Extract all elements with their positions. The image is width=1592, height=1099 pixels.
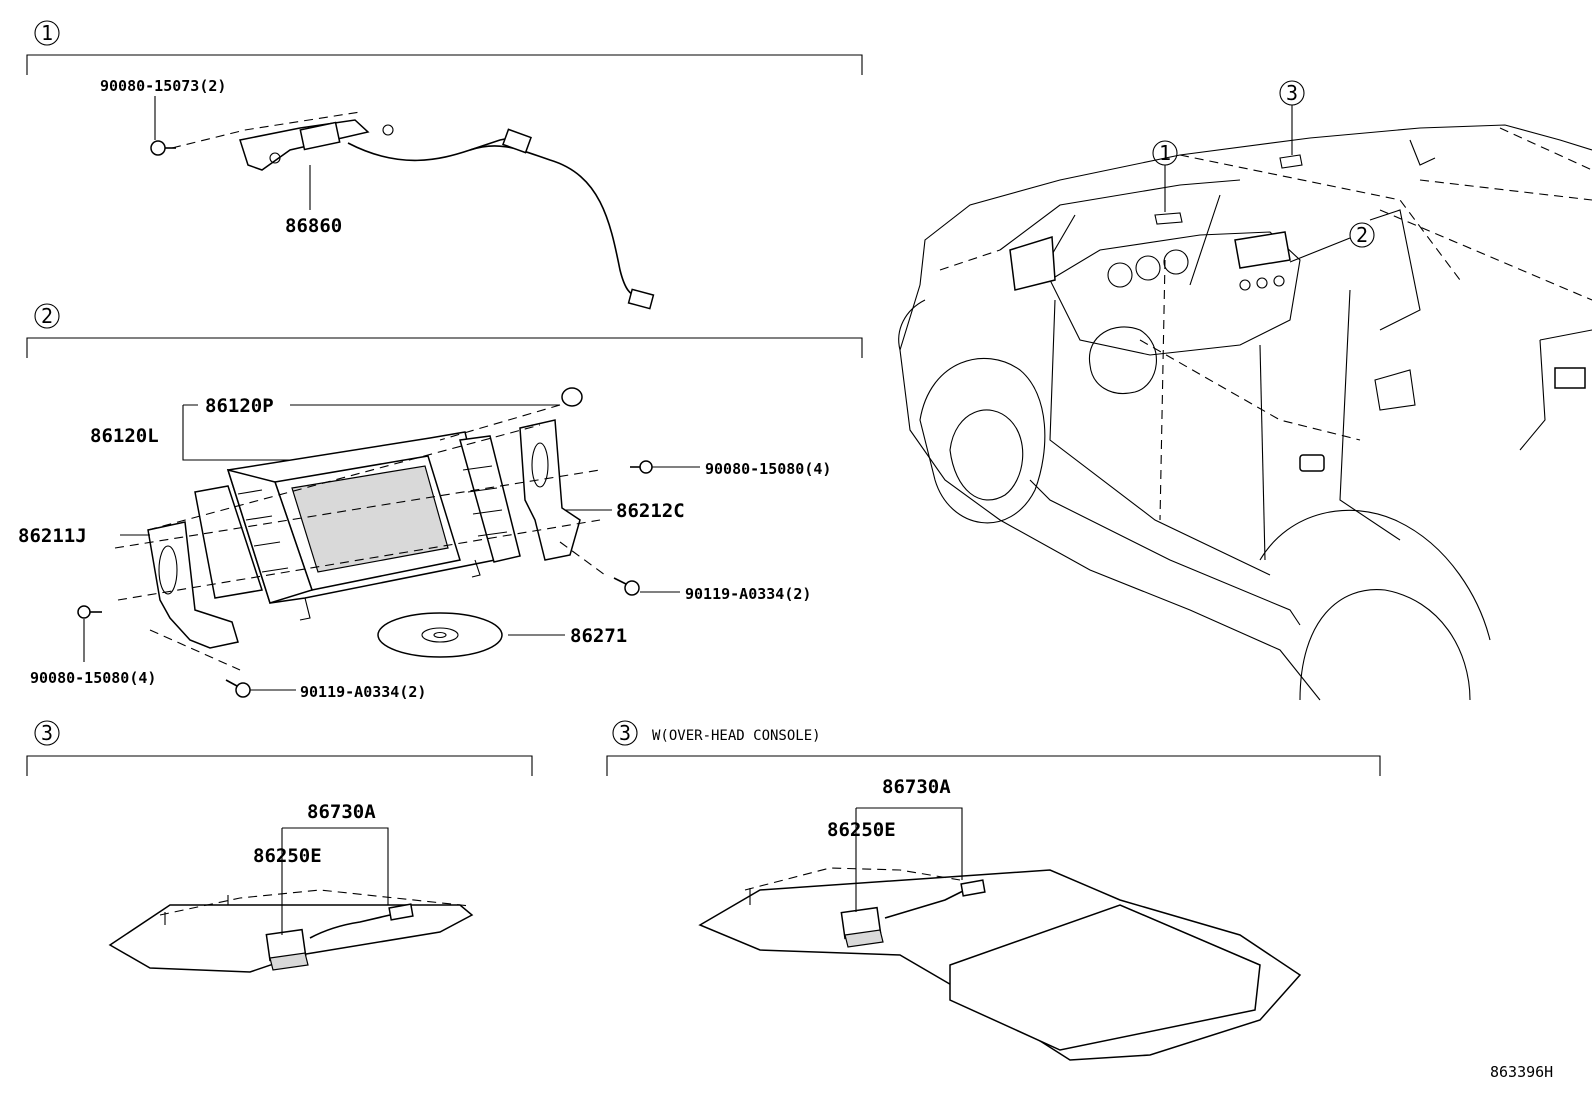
- svg-text:2: 2: [1356, 223, 1368, 247]
- part-label-90119-A0334-left: 90119-A0334(2): [300, 683, 426, 701]
- diagram-reference-code: 863396H: [1490, 1063, 1553, 1081]
- section-3-overhead-console: 3 W(OVER-HEAD CONSOLE) 86730A 86250E: [606, 720, 1381, 1061]
- part-label-90119-A0334-right: 90119-A0334(2): [685, 585, 811, 603]
- part-label-86730A-overhead: 86730A: [882, 776, 951, 798]
- screws: [77, 460, 653, 698]
- part-86120L-drawing: [194, 387, 583, 621]
- section-3-marker: 3: [34, 720, 60, 746]
- section-1: 1 90080-15073(2) 86860: [26, 20, 863, 310]
- part-86730A-overhead-drawing: [698, 867, 1302, 1061]
- section-1-bracket: [26, 54, 863, 75]
- section-3-number: 3: [41, 721, 53, 745]
- part-86271-drawing: [377, 612, 503, 658]
- part-label-90080-15073: 90080-15073(2): [100, 77, 226, 95]
- section-3-overhead-number: 3: [619, 721, 631, 745]
- part-label-90080-15080-right: 90080-15080(4): [705, 460, 831, 478]
- part-label-86250E-overhead: 86250E: [827, 819, 896, 841]
- section-2-number: 2: [41, 304, 53, 328]
- section-3-standard: 3 86730A 86250E: [26, 720, 533, 973]
- part-86211J-drawing: [147, 521, 239, 649]
- part-86860-drawing: [150, 111, 655, 310]
- part-label-86860: 86860: [285, 215, 342, 237]
- part-label-86271: 86271: [570, 625, 627, 647]
- part-label-90080-15080-left: 90080-15080(4): [30, 669, 156, 687]
- vehicle-callout-2: 2: [1289, 222, 1375, 263]
- part-86730A-drawing: [108, 889, 474, 973]
- section-1-marker: 1: [34, 20, 60, 46]
- section-3-overhead-bracket: [606, 755, 1381, 776]
- part-86212C-drawing: [519, 419, 581, 561]
- vehicle-overview: 1 2 3: [898, 80, 1592, 701]
- overhead-console-note: W(OVER-HEAD CONSOLE): [652, 728, 821, 744]
- svg-text:1: 1: [1159, 141, 1171, 165]
- section-2-marker: 2: [34, 303, 60, 329]
- section-3-bracket: [26, 755, 533, 776]
- svg-text:3: 3: [1286, 81, 1298, 105]
- section-1-number: 1: [41, 21, 53, 45]
- part-label-86120L: 86120L: [90, 425, 159, 447]
- vehicle-callout-3: 3: [1279, 80, 1305, 155]
- part-label-86211J: 86211J: [18, 525, 87, 547]
- vehicle-callout-1: 1: [1152, 140, 1178, 212]
- part-label-86730A-standard: 86730A: [307, 801, 376, 823]
- section-2: 2: [18, 303, 863, 701]
- part-label-86212C: 86212C: [616, 500, 685, 522]
- section-2-bracket: [26, 337, 863, 358]
- part-label-86250E-standard: 86250E: [253, 845, 322, 867]
- section-3-overhead-marker: 3: [612, 720, 638, 746]
- part-label-86120P: 86120P: [205, 395, 274, 417]
